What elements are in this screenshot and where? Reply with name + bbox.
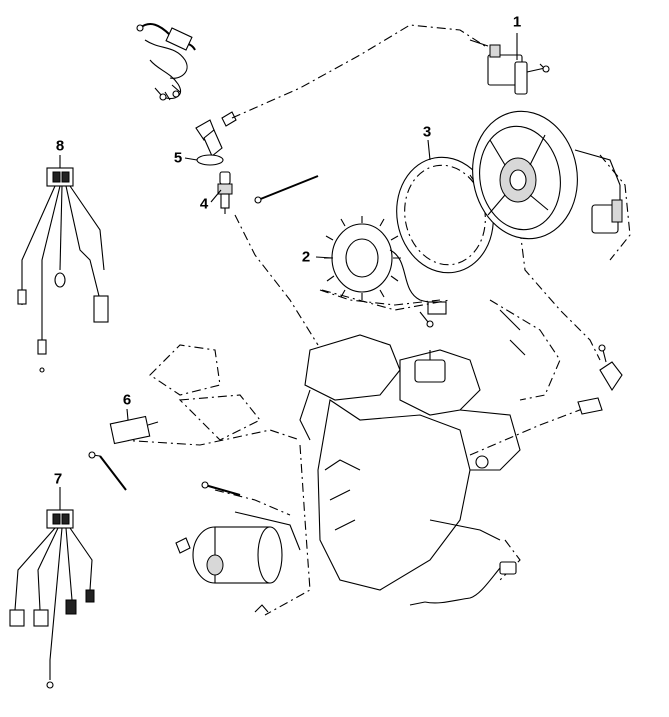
- callout-6: 6: [122, 391, 132, 409]
- callout-2: 2: [301, 248, 311, 266]
- callout-3: 3: [422, 123, 432, 141]
- ignition-coil: [469, 39, 550, 95]
- stator-coil: [321, 216, 451, 328]
- sensor-lead: [409, 561, 517, 606]
- starter-motor: [175, 481, 301, 613]
- wire-harness-8: [17, 167, 109, 373]
- assembly-dash-lines: [119, 24, 631, 616]
- wire-harness-7: [9, 509, 95, 689]
- engine-block: [149, 299, 561, 591]
- spark-plug: [217, 171, 233, 214]
- stud-rod: [257, 175, 319, 201]
- callout-1: 1: [512, 13, 522, 31]
- regulator: [88, 415, 159, 491]
- callout-4: 4: [199, 195, 209, 213]
- callout-5: 5: [173, 149, 183, 167]
- spark-plug-cap: [195, 111, 237, 166]
- plug-boot: [577, 344, 623, 415]
- flywheel: [472, 110, 578, 240]
- top-cable-bundle: [136, 23, 196, 101]
- stud-rod-end: [254, 196, 262, 204]
- callout-8: 8: [55, 137, 65, 155]
- callout-7: 7: [53, 470, 63, 488]
- callout-leaders: [59, 33, 518, 510]
- pulser-coil: [574, 149, 623, 234]
